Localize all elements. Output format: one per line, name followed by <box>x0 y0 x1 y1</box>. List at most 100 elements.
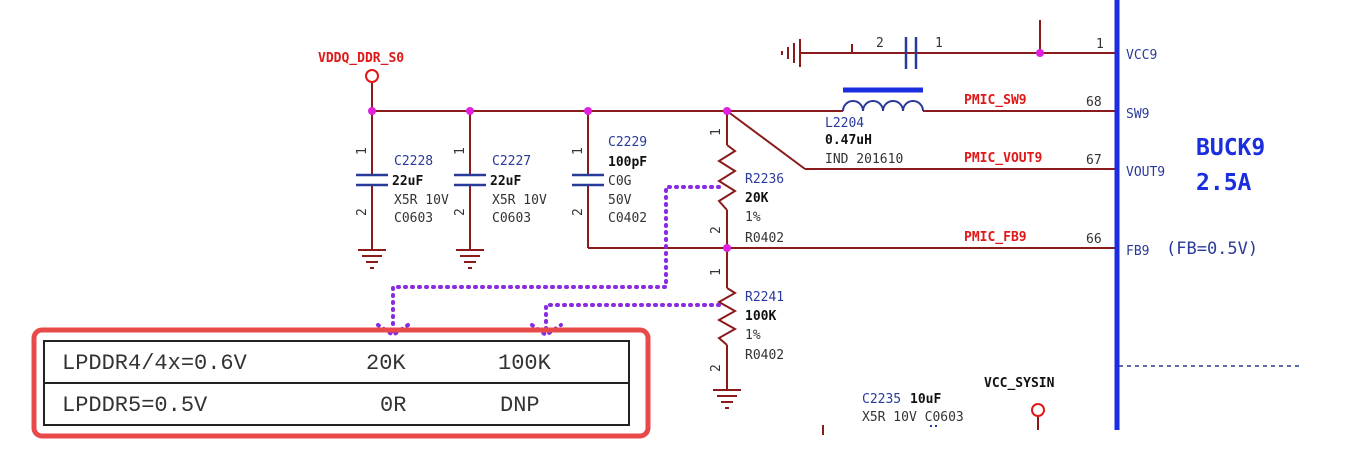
pin-sw9-number: 68 <box>1086 95 1102 110</box>
inductor-coil-icon <box>842 100 924 112</box>
net-pmic-fb9: PMIC_FB9 <box>964 230 1027 245</box>
c2227-spec: X5R 10V <box>492 193 547 208</box>
r2241-zigzag <box>716 287 738 346</box>
junctions <box>368 49 1044 252</box>
ic-pin-names: VCC9 SW9 VOUT9 FB9 <box>1126 48 1165 259</box>
table-row: LPDDR5=0.5V 0R DNP <box>62 393 540 418</box>
r2241-package: R0402 <box>745 348 784 363</box>
top-cap-symbol <box>904 37 918 69</box>
annotation-r2236-path <box>391 185 721 337</box>
r2241-tolerance: 1% <box>745 328 761 343</box>
c2235-value: 10uF <box>910 392 941 407</box>
annotation-r2241-path <box>544 303 721 337</box>
inductor-package: IND 201610 <box>825 152 903 167</box>
c2227-labels: 1 2 C2227 22uF X5R 10V C0603 <box>453 147 547 226</box>
net-vcc-sysin: VCC_SYSIN <box>984 376 1055 391</box>
c2227-value: 22uF <box>490 174 521 189</box>
c2229-pin2: 2 <box>571 208 586 216</box>
net-pmic-sw9: PMIC_SW9 <box>964 93 1027 108</box>
c2229-voltage: 50V <box>608 193 632 208</box>
c2229-spec: C0G <box>608 174 632 189</box>
net-labels: VDDQ_DDR_S0 PMIC_SW9 PMIC_VOUT9 PMIC_FB9 <box>318 51 1042 245</box>
buck-rating: 2.5A <box>1196 170 1252 196</box>
vcc-sysin-port-icon <box>1031 403 1045 417</box>
pin-fb9-name: FB9 <box>1126 244 1149 259</box>
r2236-pin1: 1 <box>709 128 724 136</box>
table-highlight-frame <box>31 327 651 439</box>
c2227-package: C0603 <box>492 211 531 226</box>
table-cell-r-bottom: DNP <box>500 393 540 418</box>
table-cell-mode: LPDDR4/4x=0.6V <box>62 351 248 376</box>
junction-dot <box>723 244 731 252</box>
c2227-pin2: 2 <box>453 208 468 216</box>
junction-dot <box>1036 49 1044 57</box>
pin-vout9-number: 67 <box>1086 153 1102 168</box>
junction-dot <box>466 107 474 115</box>
top-cap-pin1: 1 <box>935 36 943 51</box>
c2228-spec: X5R 10V <box>394 193 449 208</box>
r2236-value: 20K <box>745 191 769 206</box>
wires <box>371 20 1117 435</box>
c2228-pin2: 2 <box>355 208 370 216</box>
r2241-ref: R2241 <box>745 290 784 305</box>
junction-dot <box>723 107 731 115</box>
ic-pins: 1 68 67 66 <box>1086 37 1104 247</box>
c2227-pin1: 1 <box>453 147 468 155</box>
fb-voltage-note: (FB=0.5V) <box>1166 239 1258 259</box>
r2241-value: 100K <box>745 309 776 324</box>
ground-icon <box>456 249 484 269</box>
pin-vcc9-name: VCC9 <box>1126 48 1157 63</box>
junction-dot <box>584 107 592 115</box>
c2227-symbol <box>454 173 486 187</box>
c2229-package: C0402 <box>608 211 647 226</box>
ground-icon <box>713 389 741 409</box>
table-cell-mode: LPDDR5=0.5V <box>62 393 208 418</box>
pin-sw9-name: SW9 <box>1126 107 1149 122</box>
r2241-pin1: 1 <box>709 268 724 276</box>
r2236-pin2: 2 <box>709 226 724 234</box>
table-cell-r-bottom: 100K <box>498 351 552 376</box>
r2236-tolerance: 1% <box>745 210 761 225</box>
ground-icon <box>358 249 386 269</box>
c2235-ref: C2235 <box>862 392 901 407</box>
inductor-value: 0.47uH <box>825 133 872 148</box>
c2227-ref: C2227 <box>492 154 531 169</box>
table-cell-r-top: 0R <box>380 393 406 418</box>
ground-icon <box>781 39 801 67</box>
resistor-option-table <box>43 340 630 426</box>
vddq-port-icon <box>365 69 379 83</box>
capacitor-symbols <box>356 37 918 187</box>
c2228-ref: C2228 <box>394 154 433 169</box>
r2241-pin2: 2 <box>709 364 724 372</box>
c2228-value: 22uF <box>392 174 423 189</box>
c2229-symbol <box>572 173 604 187</box>
net-vddq-ddr-s0: VDDQ_DDR_S0 <box>318 51 404 66</box>
top-cap-pin2: 2 <box>876 36 884 51</box>
inductor-ref: L2204 <box>825 116 864 131</box>
table-row: LPDDR4/4x=0.6V 20K 100K <box>62 351 552 376</box>
c2228-pin1: 1 <box>355 147 370 155</box>
c2228-labels: 1 2 C2228 22uF X5R 10V C0603 <box>355 147 449 226</box>
r2236-ref: R2236 <box>745 172 784 187</box>
c2229-value: 100pF <box>608 155 647 170</box>
ground-symbols <box>358 39 801 409</box>
resistor-symbols <box>716 144 738 346</box>
r2236-zigzag <box>717 144 737 211</box>
junction-dot <box>368 107 376 115</box>
table-cell-r-top: 20K <box>366 351 406 376</box>
c2235-spec: X5R 10V C0603 <box>862 410 964 425</box>
c2229-pin1: 1 <box>571 147 586 155</box>
inductor-l2204 <box>842 87 924 112</box>
c2229-ref: C2229 <box>608 135 647 150</box>
buck-title: BUCK9 <box>1196 135 1265 161</box>
r2241-labels: 1 2 R2241 100K 1% R0402 <box>709 268 784 372</box>
c2228-symbol <box>356 173 388 187</box>
r2236-labels: 1 2 R2236 20K 1% R0402 <box>709 128 784 246</box>
annotation-arrows <box>376 185 721 338</box>
pin-vout9-name: VOUT9 <box>1126 165 1165 180</box>
r2236-package: R0402 <box>745 231 784 246</box>
pin-fb9-number: 66 <box>1086 232 1102 247</box>
pin-vcc9-number: 1 <box>1096 37 1104 52</box>
